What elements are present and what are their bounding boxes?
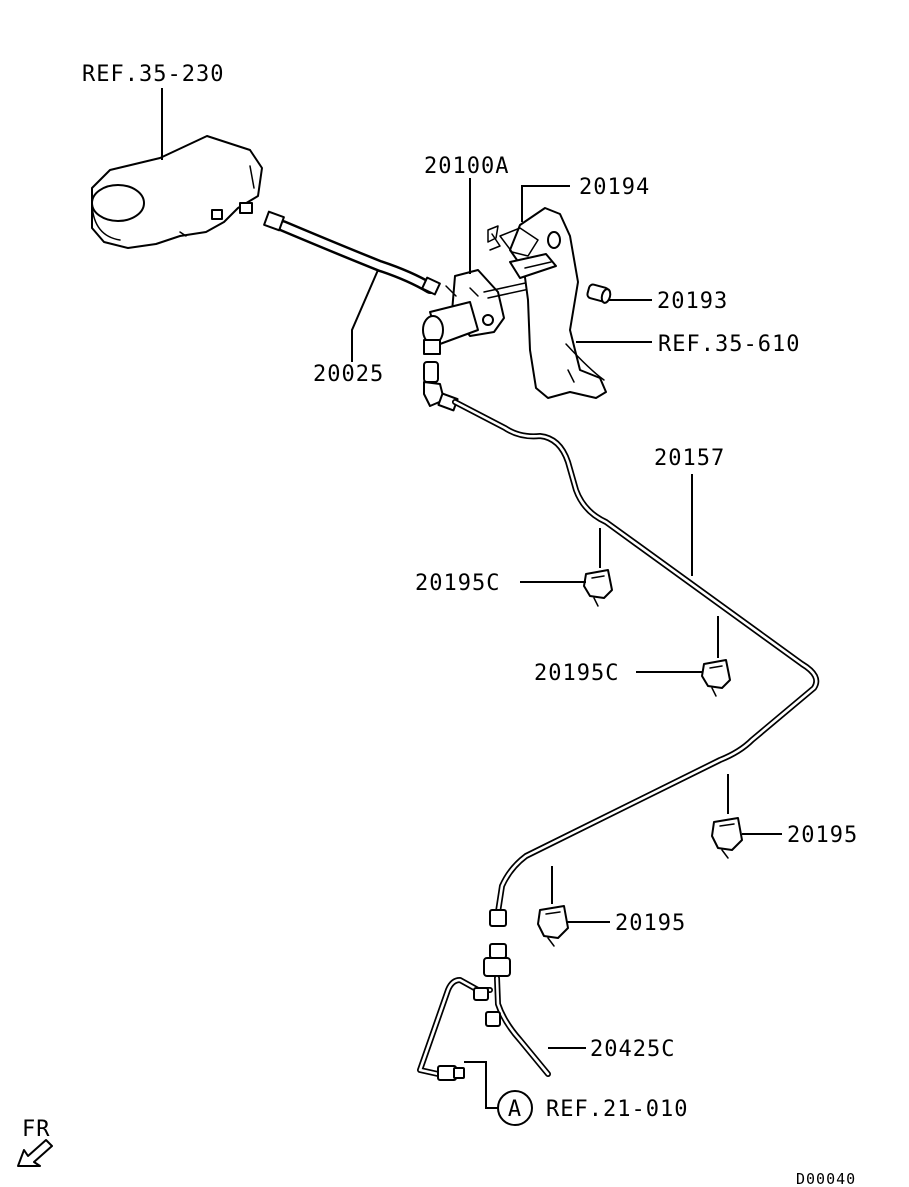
marker-a-text: A	[508, 1097, 522, 1122]
ref-21-010-callout: A REF.21-010	[497, 1090, 688, 1126]
front-direction-indicator: FR	[17, 1117, 53, 1167]
label-20195C-lower: 20195C	[534, 661, 619, 686]
label-20425C: 20425C	[590, 1037, 675, 1062]
clutch-pedal-assembly	[499, 207, 607, 399]
hose-assembly-20425C	[417, 943, 551, 1081]
label-fr: FR	[22, 1117, 51, 1142]
label-ref-35-610: REF.35-610	[658, 332, 800, 357]
clutch-master-cylinder	[422, 269, 535, 355]
pipe-upper-fitting	[423, 361, 459, 412]
marker-circle-a	[497, 1090, 533, 1126]
clutch-pipe-20157	[452, 399, 820, 927]
brake-master-reservoir	[91, 135, 263, 249]
label-20195-upper: 20195	[787, 823, 858, 848]
label-ref-21-010: REF.21-010	[546, 1097, 688, 1122]
pin-20193	[586, 283, 612, 304]
clip-20195C-upper	[583, 569, 613, 607]
clip-20195-upper	[711, 817, 743, 859]
label-ref-35-230: REF.35-230	[82, 62, 224, 87]
label-20195-lower: 20195	[615, 911, 686, 936]
front-arrow-icon	[17, 1139, 53, 1167]
label-20157: 20157	[654, 446, 725, 471]
label-20195C-upper: 20195C	[415, 571, 500, 596]
clip-20194	[487, 225, 501, 251]
diagram-id: D00040	[796, 1170, 856, 1187]
clip-20195-lower	[537, 905, 569, 947]
hose-20025	[263, 210, 441, 296]
label-20025: 20025	[313, 362, 384, 387]
label-20193: 20193	[657, 289, 728, 314]
label-20194: 20194	[579, 175, 650, 200]
label-20100A: 20100A	[424, 154, 509, 179]
clip-20195C-lower	[701, 659, 731, 697]
leader-lines	[161, 88, 782, 1109]
